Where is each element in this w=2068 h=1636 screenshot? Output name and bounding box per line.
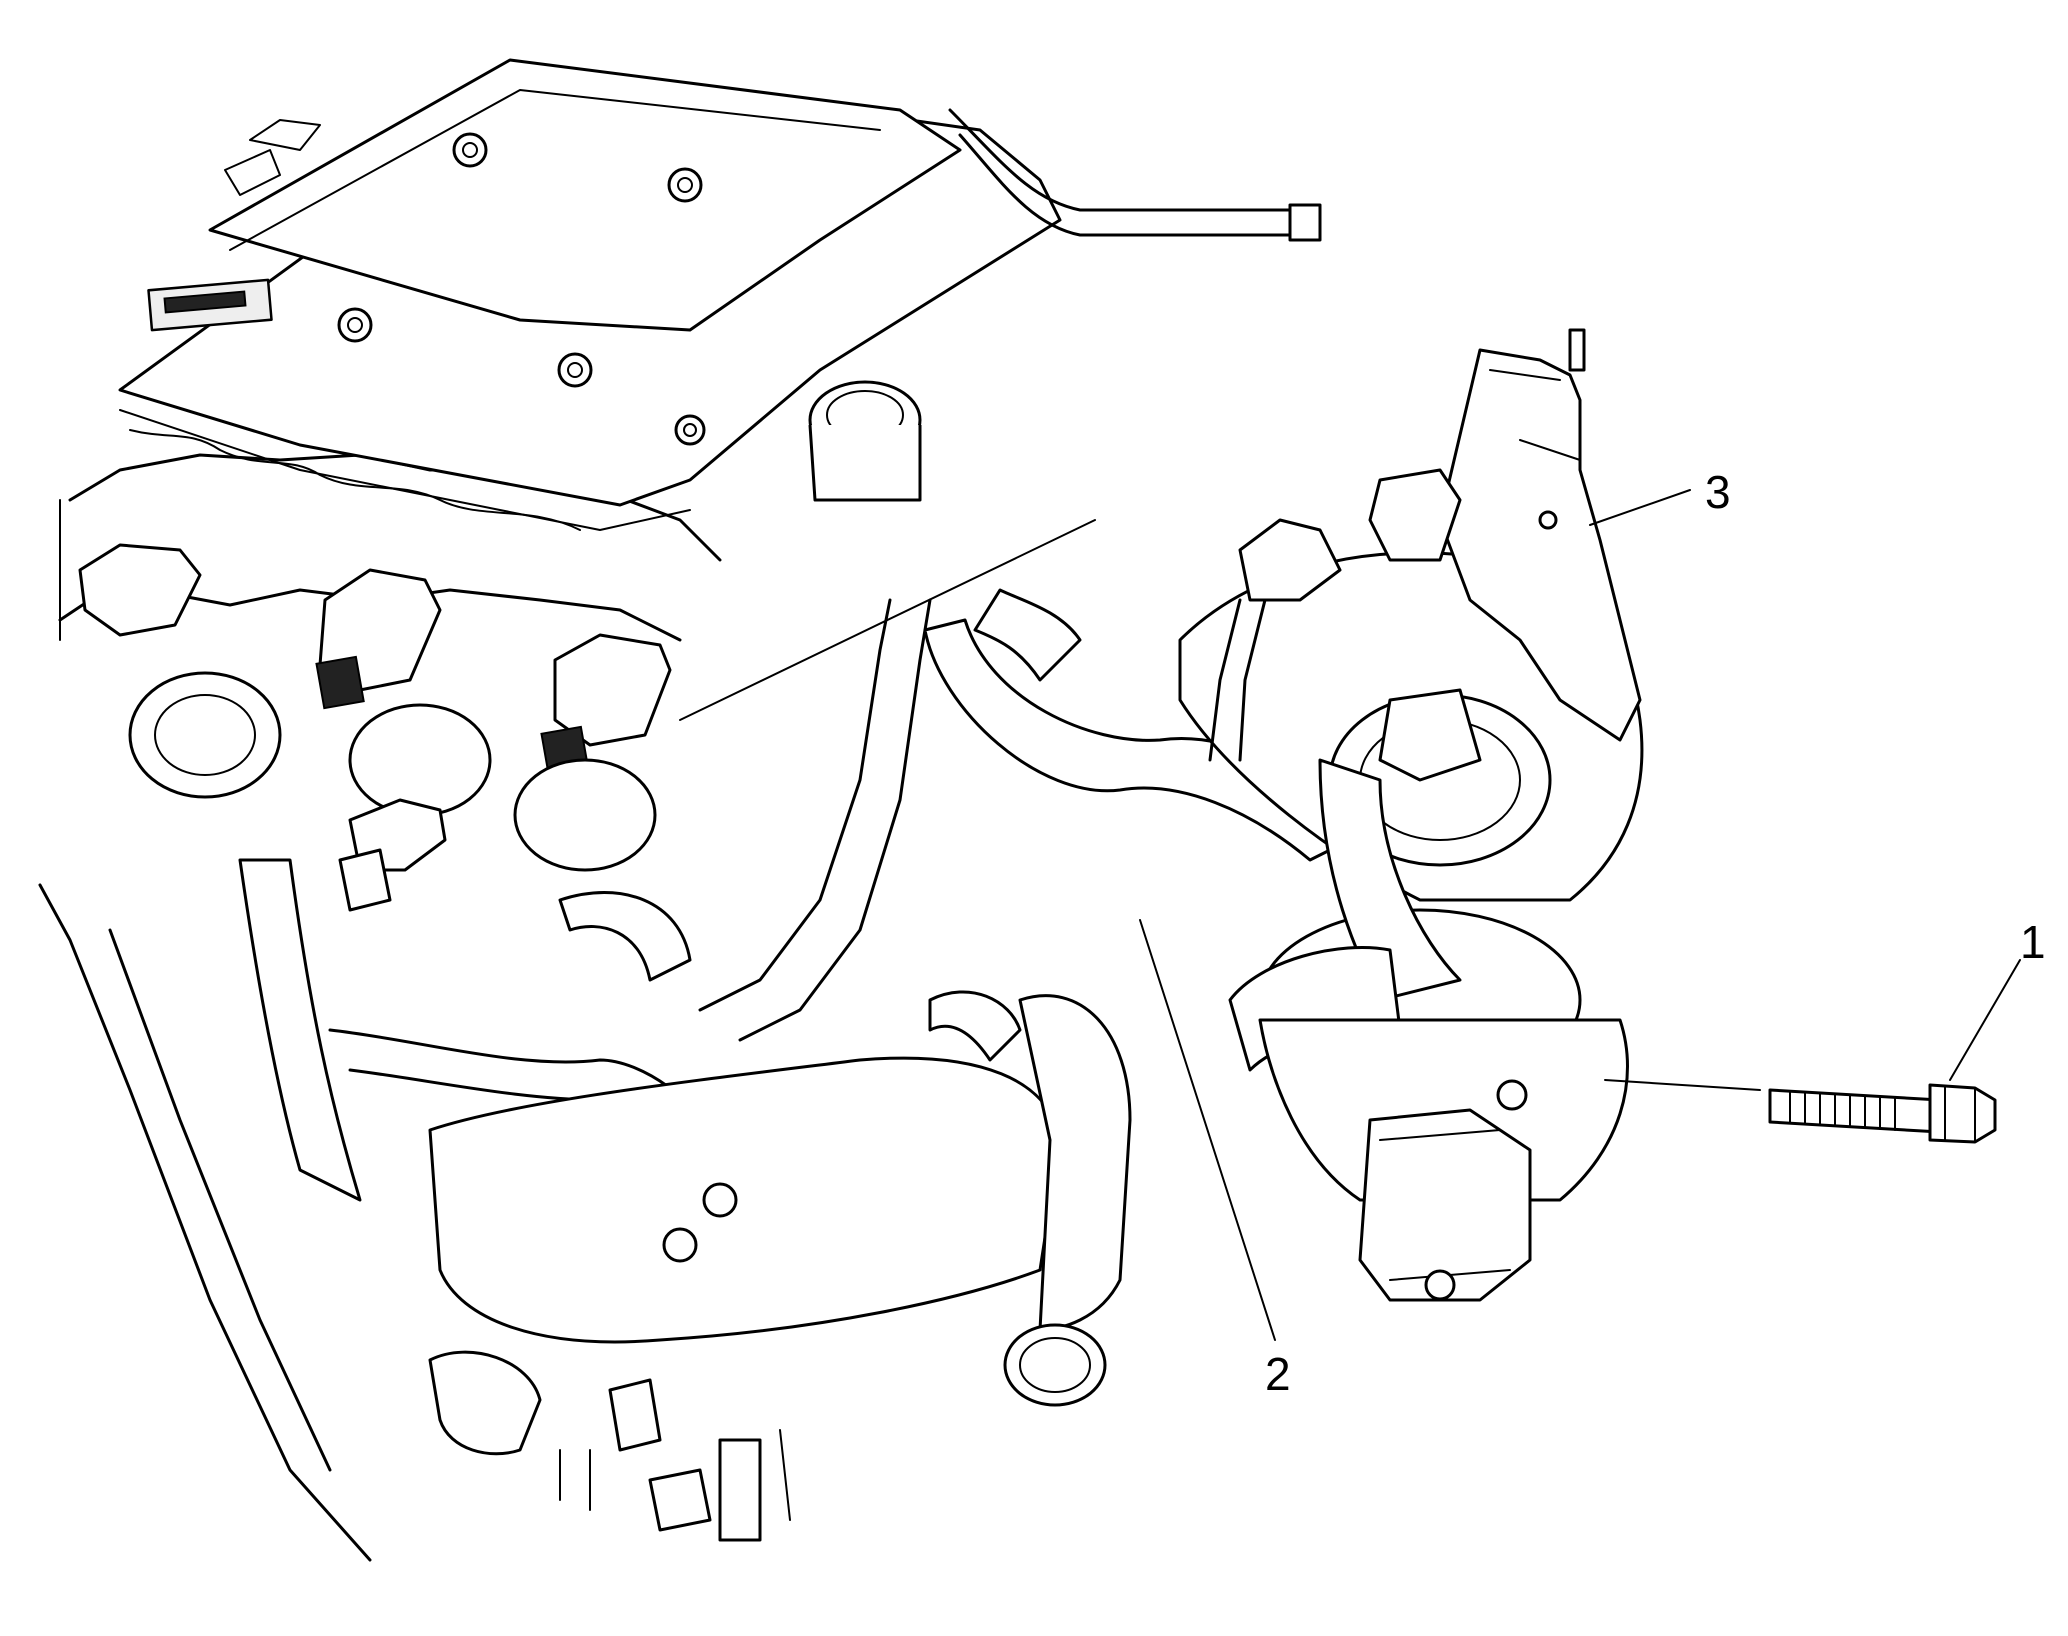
lower-components <box>428 1350 791 1542</box>
leader-line-1b <box>1949 959 2021 1081</box>
callout-2: 2 <box>1265 1348 1291 1400</box>
leader-line-2 <box>1139 919 1276 1341</box>
leader-line-3 <box>1589 489 1691 526</box>
valve-cover <box>118 58 1062 531</box>
oil-fill-cap <box>808 380 922 502</box>
leader-line-1 <box>1604 1079 1761 1091</box>
callout-3: 3 <box>1705 466 1731 518</box>
turbocharger-bolt <box>1768 1083 1997 1144</box>
lower-duct <box>428 990 1132 1407</box>
leader-line-2b <box>679 519 1096 721</box>
callout-1: 1 <box>2020 916 2046 968</box>
leader-lines <box>679 489 2021 1341</box>
turbocharger-assembly <box>1178 328 1644 1302</box>
callouts: 1 2 3 <box>1265 466 2046 1400</box>
valve-cover-bolts <box>337 132 706 446</box>
ignition-coils <box>78 543 672 912</box>
